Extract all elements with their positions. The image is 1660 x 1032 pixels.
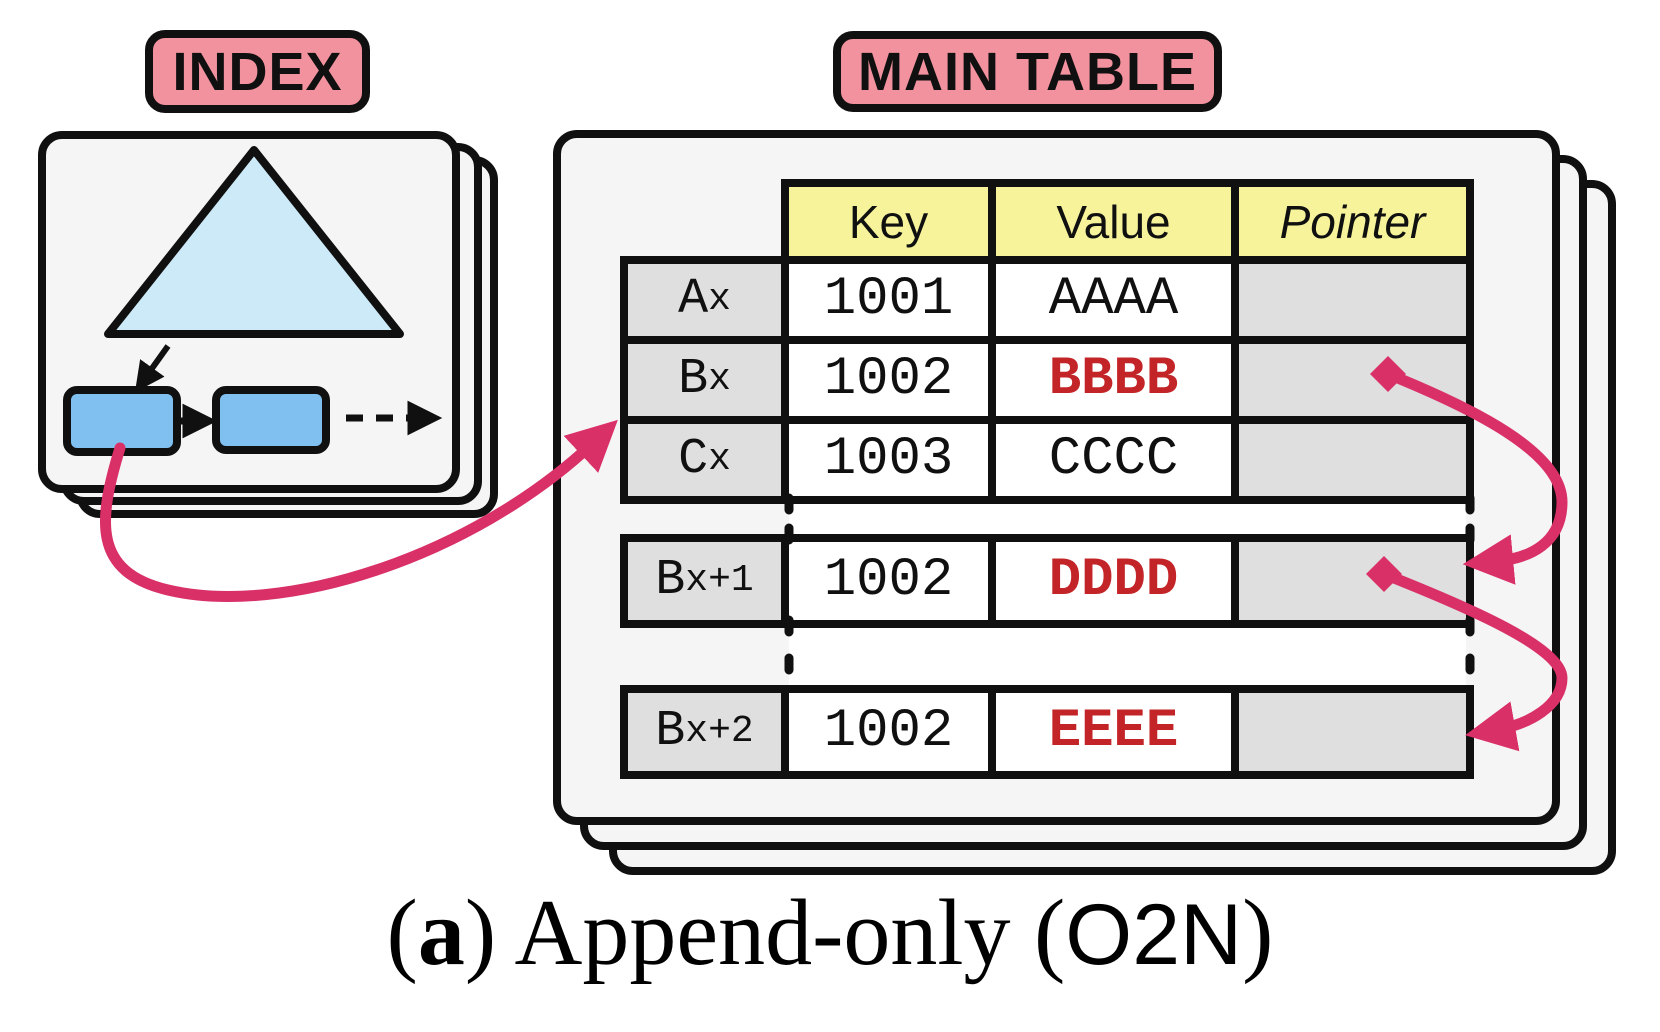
key-cell-cx: 1003 xyxy=(789,424,988,496)
index-card xyxy=(38,131,460,493)
pointer-cell-bx2 xyxy=(1239,693,1466,771)
key-cell-bx1: 1002 xyxy=(789,542,988,620)
column-header-value: Value xyxy=(996,187,1231,256)
caption-scheme-abbr: O2N xyxy=(1065,887,1243,983)
caption-letter: a xyxy=(417,881,465,985)
pointer-cell-ax xyxy=(1239,264,1466,336)
value-cell-bx2: EEEE xyxy=(996,693,1231,771)
value-cell-cx: CCCC xyxy=(996,424,1231,496)
key-cell-ax: 1001 xyxy=(789,264,988,336)
caption-paren: ( xyxy=(386,881,418,985)
column-header-pointer: Pointer xyxy=(1239,187,1466,256)
row-label-bx2-subscript: x+2 xyxy=(685,710,754,753)
row-label-ax-subscript: x xyxy=(708,278,731,321)
table-continuation-strip-2 xyxy=(789,616,1466,693)
column-header-key: Key xyxy=(789,187,988,256)
row-label-bx1-subscript: x+1 xyxy=(685,559,754,602)
value-cell-bx1: DDDD xyxy=(996,542,1231,620)
index-label: INDEX xyxy=(145,30,370,113)
pointer-cell-bx1 xyxy=(1239,542,1466,620)
key-cell-bx: 1002 xyxy=(789,344,988,416)
row-label-cx-subscript: x xyxy=(708,438,731,481)
key-cell-bx2: 1002 xyxy=(789,693,988,771)
table-header-row: Key Value Pointer xyxy=(781,179,1474,264)
value-cell-bx: BBBB xyxy=(996,344,1231,416)
main-table-label: MAIN TABLE xyxy=(833,31,1222,112)
figure-caption: (a) Append-only (O2N) xyxy=(0,881,1660,985)
value-cell-ax: AAAA xyxy=(996,264,1231,336)
pointer-cell-bx xyxy=(1239,344,1466,416)
caption-end-paren: ) xyxy=(1242,881,1274,985)
caption-text: ) Append-only ( xyxy=(464,881,1066,985)
row-label-bx-subscript: x xyxy=(708,358,731,401)
pointer-cell-cx xyxy=(1239,424,1466,496)
